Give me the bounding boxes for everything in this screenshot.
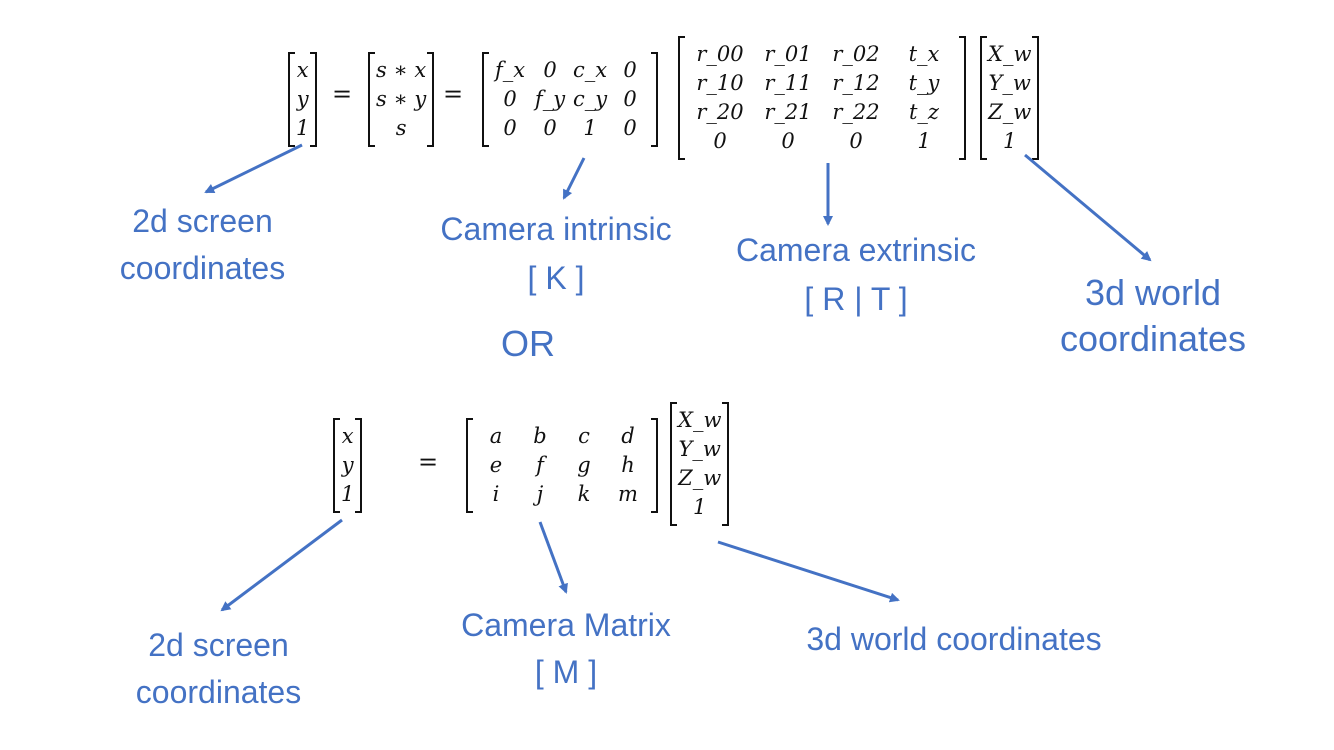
matrix-cell: i <box>492 482 500 506</box>
matrix-cell: m <box>618 482 638 506</box>
arrow-to-screen-2 <box>220 518 343 612</box>
matrix-cell: 1 <box>296 116 310 140</box>
label-line: [ K ] <box>527 260 585 296</box>
matrix-cell: r_11 <box>764 71 812 95</box>
label-line: 2d screen <box>132 203 273 239</box>
matrix-cell: r_21 <box>764 100 812 124</box>
matrix-cell: f <box>536 453 544 477</box>
arrow-to-world-2 <box>717 540 900 603</box>
matrix-cell: r_01 <box>764 42 812 66</box>
label-line: Camera extrinsic <box>735 232 977 268</box>
intrinsic-matrix: f_x 0 c_x 0 0 f_y c_y 0 0 0 1 0 <box>482 52 658 147</box>
matrix-cell: f_x <box>494 58 526 82</box>
matrix-cell: r_12 <box>832 71 880 95</box>
matrix-cell: 0 <box>503 116 517 140</box>
world-coordinates-label-1: 3d world coordinates <box>1040 270 1266 362</box>
label-line: 3d world coordinates <box>806 621 1102 657</box>
matrix-cell: c_y <box>572 87 608 111</box>
matrix-cell: r_22 <box>832 100 880 124</box>
label-line: 2d screen <box>148 627 289 663</box>
screen-vector-1: x y 1 <box>288 52 318 147</box>
matrix-cell: g <box>577 453 591 477</box>
matrix-cell: r_02 <box>832 42 880 66</box>
matrix-cell: k <box>577 482 591 506</box>
screen-coordinates-label-1: 2d screen coordinates <box>100 198 305 292</box>
equals-sign: = <box>332 80 353 108</box>
homogeneous-vector: s ∗ x s ∗ y s <box>368 52 435 147</box>
camera-matrix: a b c d e f g h i j k m <box>466 418 658 513</box>
matrix-cell: a <box>489 424 503 448</box>
matrix-cell: d <box>621 424 635 448</box>
label-line: 3d world <box>1084 272 1222 313</box>
matrix-cell: r_10 <box>696 71 744 95</box>
matrix-cell: c <box>578 424 590 448</box>
or-label: OR <box>501 323 555 364</box>
matrix-cell: 0 <box>623 116 637 140</box>
world-vector-1: X_w Y_w Z_w 1 <box>980 36 1040 160</box>
extrinsic-matrix: r_00 r_01 r_02 t_x r_10 r_11 r_12 t_y r_… <box>678 36 966 160</box>
matrix-cell: 1 <box>693 495 707 519</box>
arrow-to-intrinsic <box>562 157 586 200</box>
matrix-cell: f_y <box>534 87 566 111</box>
camera-extrinsic-label: Camera extrinsic [ R | T ] <box>718 226 994 324</box>
matrix-cell: e <box>489 453 503 477</box>
matrix-cell: Z_w <box>678 466 722 490</box>
matrix-cell: Y_w <box>678 437 721 461</box>
world-vector-2: X_w Y_w Z_w 1 <box>670 402 730 526</box>
label-line: coordinates <box>119 250 286 286</box>
world-coordinates-label-2: 3d world coordinates <box>776 616 1132 663</box>
matrix-cell: 0 <box>543 58 557 82</box>
matrix-cell: Y_w <box>988 71 1031 95</box>
matrix-cell: 0 <box>713 129 727 153</box>
label-line: coordinates <box>1059 318 1247 359</box>
matrix-cell: y <box>341 453 354 477</box>
matrix-cell: t_z <box>908 100 939 124</box>
matrix-cell: j <box>536 482 544 506</box>
matrix-cell: 0 <box>623 58 637 82</box>
matrix-cell: r_00 <box>696 42 744 66</box>
matrix-cell: x <box>341 424 354 448</box>
matrix-cell: s <box>395 116 407 140</box>
arrow-to-world-1 <box>1024 153 1152 262</box>
label-line: coordinates <box>135 674 302 710</box>
matrix-cell: s ∗ x <box>376 58 427 82</box>
label-line: [ R | T ] <box>804 281 908 317</box>
label-line: [ M ] <box>534 654 598 690</box>
equals-sign: = <box>443 80 464 108</box>
camera-intrinsic-label: Camera intrinsic [ K ] <box>420 205 692 303</box>
label-line: Camera intrinsic <box>440 211 672 247</box>
matrix-cell: y <box>296 87 309 111</box>
matrix-cell: t_y <box>908 71 940 95</box>
matrix-cell: 1 <box>917 129 931 153</box>
matrix-cell: h <box>621 453 635 477</box>
label-line: Camera Matrix <box>461 607 671 643</box>
matrix-cell: t_x <box>908 42 940 66</box>
matrix-cell: c_x <box>572 58 608 82</box>
matrix-cell: x <box>296 58 309 82</box>
matrix-cell: X_w <box>678 408 722 432</box>
matrix-cell: r_20 <box>696 100 744 124</box>
screen-coordinates-label-2: 2d screen coordinates <box>116 622 321 716</box>
camera-matrix-label: Camera Matrix [ M ] <box>440 602 692 696</box>
arrow-to-camera-matrix <box>538 521 568 594</box>
matrix-cell: b <box>533 424 547 448</box>
matrix-cell: 0 <box>849 129 863 153</box>
screen-vector-2: x y 1 <box>333 418 363 513</box>
matrix-cell: 0 <box>781 129 795 153</box>
arrow-to-screen-1 <box>204 143 303 194</box>
matrix-cell: X_w <box>988 42 1032 66</box>
matrix-cell: Z_w <box>988 100 1032 124</box>
matrix-cell: 0 <box>503 87 517 111</box>
matrix-cell: 0 <box>623 87 637 111</box>
matrix-cell: 1 <box>1003 129 1017 153</box>
matrix-cell: s ∗ y <box>376 87 427 111</box>
matrix-cell: 1 <box>583 116 597 140</box>
equals-sign: = <box>418 448 439 476</box>
matrix-cell: 1 <box>341 482 355 506</box>
matrix-cell: 0 <box>543 116 557 140</box>
